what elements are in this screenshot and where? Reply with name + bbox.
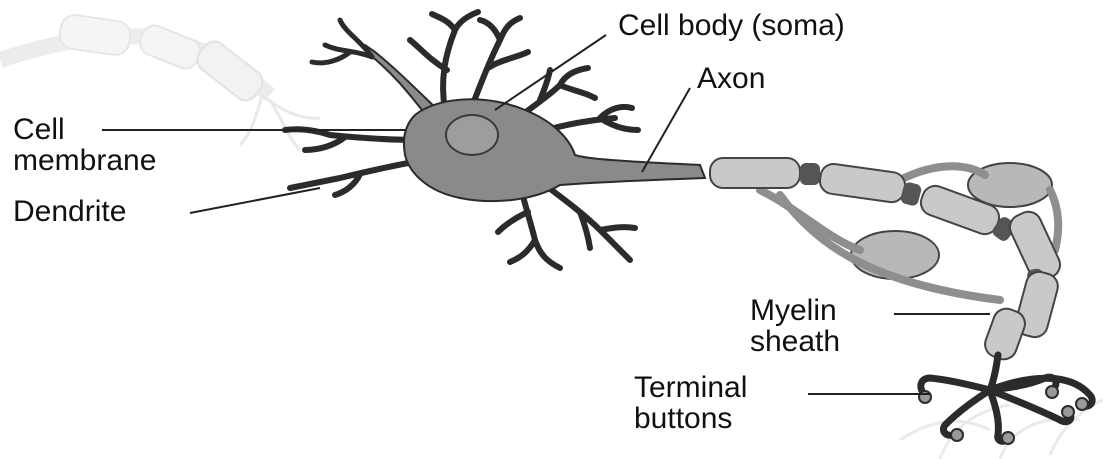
leader-line-dendrite: [190, 188, 320, 213]
label-cell-body: Cell body (soma): [618, 10, 845, 41]
label-dendrite-text: Dendrite: [13, 196, 126, 227]
label-cell-membrane-line1: Cell: [13, 114, 156, 145]
label-terminal-buttons: Terminal buttons: [634, 372, 747, 434]
myelin-segment: [818, 162, 906, 204]
label-myelin-sheath-line2: sheath: [750, 326, 840, 357]
schwann-cell: [851, 231, 939, 279]
leader-line-cell-body: [495, 35, 606, 110]
label-axon-text: Axon: [697, 63, 765, 94]
label-dendrite: Dendrite: [13, 196, 126, 227]
label-myelin-sheath: Myelin sheath: [750, 295, 840, 357]
myelin-segment: [710, 158, 800, 188]
label-terminal-buttons-line2: buttons: [634, 403, 747, 434]
cell-body: [404, 99, 705, 201]
label-cell-membrane: Cell membrane: [13, 114, 156, 176]
nucleus: [446, 115, 498, 155]
label-cell-membrane-line2: membrane: [13, 145, 156, 176]
label-terminal-buttons-line1: Terminal: [634, 372, 747, 403]
leader-line-axon: [642, 88, 690, 172]
node-of-ranvier: [800, 163, 820, 185]
label-myelin-sheath-line1: Myelin: [750, 295, 840, 326]
label-cell-body-text: Cell body (soma): [618, 10, 845, 41]
label-axon: Axon: [697, 63, 765, 94]
